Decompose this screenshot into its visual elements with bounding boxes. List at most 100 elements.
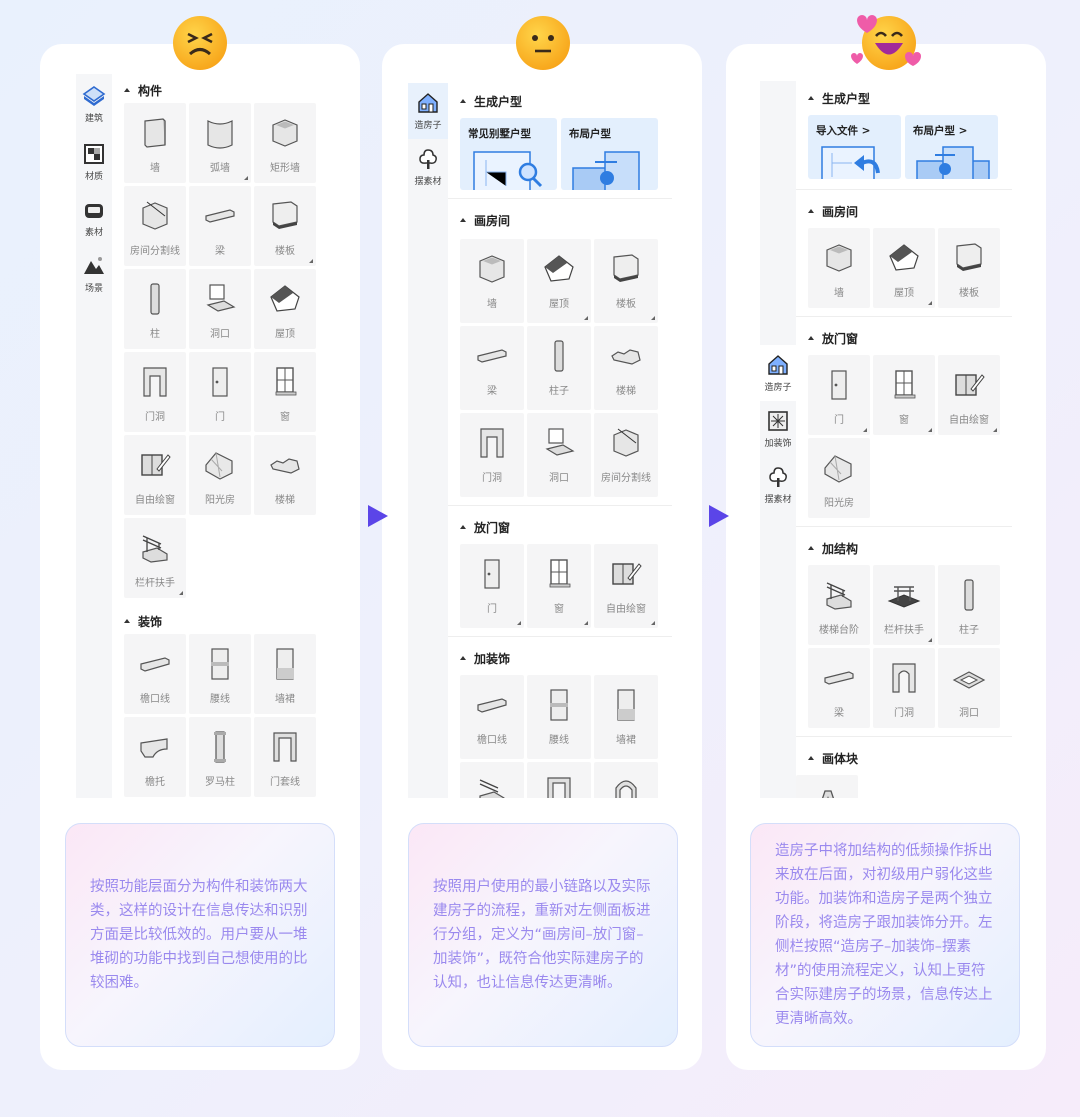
tile-door[interactable]: 门	[189, 352, 251, 432]
tile-arc-wall[interactable]: 弧墙	[189, 103, 251, 183]
waistline-icon	[211, 648, 229, 680]
sidebar-item-place-assets[interactable]: 摆素材	[760, 457, 796, 513]
tile-roof[interactable]: 屋顶	[254, 269, 316, 349]
tile-beam[interactable]: 梁	[460, 326, 524, 410]
railing-icon	[479, 779, 505, 798]
tile-free-window[interactable]: 自由绘窗	[124, 435, 186, 515]
tile-rect-wall[interactable]: 矩形墙	[254, 103, 316, 183]
rect-wall-icon	[272, 119, 298, 147]
railing-icon	[142, 535, 168, 563]
tile-staircase[interactable]: 楼梯台阶	[808, 565, 870, 645]
tile-door[interactable]: 门	[808, 355, 870, 435]
tile-beam[interactable]: 梁	[808, 648, 870, 728]
section-title[interactable]: 装饰	[124, 608, 316, 634]
layout-card[interactable]: 布局户型 >	[905, 115, 998, 179]
more-indicator-icon	[179, 591, 183, 595]
tile-floor[interactable]: 楼板	[594, 239, 658, 323]
tile-roman-column[interactable]: 罗马柱	[189, 717, 251, 797]
tile-railing[interactable]	[460, 762, 524, 798]
tile-column[interactable]: 柱子	[527, 326, 591, 410]
tile-railing[interactable]: 栏杆扶手	[873, 565, 935, 645]
arrow-right-icon	[709, 505, 729, 527]
tile-beam[interactable]: 梁	[189, 186, 251, 266]
tile-wainscot[interactable]: 墙裙	[254, 634, 316, 714]
tile-room-divider[interactable]: 房间分割线	[124, 186, 186, 266]
tile-stairs[interactable]: 楼梯	[594, 326, 658, 410]
tile-door-trim[interactable]: 门套线	[254, 717, 316, 797]
sidebar-label: 造房子	[414, 121, 442, 131]
tile-sunroom[interactable]: 阳光房	[808, 438, 870, 518]
floor-slab-icon	[956, 243, 982, 271]
more-indicator-icon	[309, 259, 313, 263]
tile-column[interactable]: 柱	[124, 269, 186, 349]
cornice-icon	[140, 657, 170, 672]
sidebar-item-assets[interactable]: 素材	[76, 190, 112, 246]
bracket-icon	[140, 738, 168, 758]
tile-roof[interactable]: 屋顶	[873, 228, 935, 308]
tile-sunroom[interactable]: 阳光房	[189, 435, 251, 515]
floorplan-search-icon	[473, 151, 543, 190]
tile-wall[interactable]: 墙	[124, 103, 186, 183]
tile-waistline[interactable]: 腰线	[527, 675, 591, 759]
tile-wainscot[interactable]: 墙裙	[594, 675, 658, 759]
free-draw-window-icon	[955, 374, 985, 396]
tile-door-opening[interactable]: 门洞	[460, 413, 524, 497]
tile-waistline[interactable]: 腰线	[189, 634, 251, 714]
tile-window[interactable]: 窗	[254, 352, 316, 432]
tile-door-opening[interactable]: 门洞	[124, 352, 186, 432]
neutral-face-icon	[516, 16, 570, 70]
section-title[interactable]: 加结构	[808, 535, 1012, 561]
section-title[interactable]: 加装饰	[460, 645, 672, 671]
waistline-icon	[550, 689, 568, 721]
generate-cards: 常见别墅户型 布局户型	[460, 118, 672, 190]
tile-free-window[interactable]: 自由绘窗	[594, 544, 658, 628]
door-trim-icon	[273, 732, 297, 762]
more-indicator-icon	[993, 428, 997, 432]
tile-window[interactable]: 窗	[873, 355, 935, 435]
tile-railing[interactable]: 栏杆扶手	[124, 518, 186, 598]
section-title[interactable]: 画房间	[460, 207, 672, 233]
tile-roof[interactable]: 屋顶	[527, 239, 591, 323]
tile-floor[interactable]: 楼板	[254, 186, 316, 266]
tile-stairs[interactable]: 楼梯	[254, 435, 316, 515]
tile-opening[interactable]: 洞口	[938, 648, 1000, 728]
tile-window[interactable]: 窗	[527, 544, 591, 628]
divider	[796, 736, 1012, 737]
tile-free-window[interactable]: 自由绘窗	[938, 355, 1000, 435]
tile-opening[interactable]: 洞口	[189, 269, 251, 349]
tile-bracket[interactable]: 檐托	[124, 717, 186, 797]
section-title[interactable]: 构件	[124, 77, 316, 103]
tile-cornice[interactable]: 檐口线	[124, 634, 186, 714]
tile-door[interactable]: 门	[460, 544, 524, 628]
generate-villa-card[interactable]: 常见别墅户型	[460, 118, 557, 190]
section-title[interactable]: 生成户型	[808, 85, 1012, 111]
sidebar-item-build-house[interactable]: 造房子	[760, 345, 796, 401]
tile-door-trim[interactable]	[527, 762, 591, 798]
section-title[interactable]: 放门窗	[460, 514, 672, 540]
tile-column[interactable]: 柱子	[938, 565, 1000, 645]
tile-window-trim[interactable]	[594, 762, 658, 798]
tile-floor[interactable]: 楼板	[938, 228, 1000, 308]
tile-text-block[interactable]	[796, 775, 858, 798]
section-title[interactable]: 放门窗	[808, 325, 1012, 351]
section-title[interactable]: 生成户型	[460, 88, 672, 114]
section-title[interactable]: 画体块	[808, 745, 1012, 771]
sidebar-item-add-decor[interactable]: 加装饰	[760, 401, 796, 457]
sidebar-item-building[interactable]: 建筑	[76, 74, 112, 134]
tile-wall[interactable]: 墙	[808, 228, 870, 308]
section-title[interactable]: 画房间	[808, 198, 1012, 224]
door-opening-icon	[480, 428, 504, 458]
tile-cornice[interactable]: 檐口线	[460, 675, 524, 759]
free-draw-window-icon	[612, 563, 642, 585]
sidebar-item-material[interactable]: 材质	[76, 134, 112, 190]
sidebar-item-build-house[interactable]: 造房子	[408, 83, 448, 139]
tile-opening[interactable]: 洞口	[527, 413, 591, 497]
tile-door-opening[interactable]: 门洞	[873, 648, 935, 728]
sidebar-item-place-assets[interactable]: 摆素材	[408, 139, 448, 195]
sidebar-item-scene[interactable]: 场景	[76, 246, 112, 302]
tile-wall[interactable]: 墙	[460, 239, 524, 323]
tile-room-divider[interactable]: 房间分割线	[594, 413, 658, 497]
import-file-card[interactable]: 导入文件 >	[808, 115, 901, 179]
sidebar-label: 摆素材	[764, 495, 792, 505]
generate-layout-card[interactable]: 布局户型	[561, 118, 658, 190]
